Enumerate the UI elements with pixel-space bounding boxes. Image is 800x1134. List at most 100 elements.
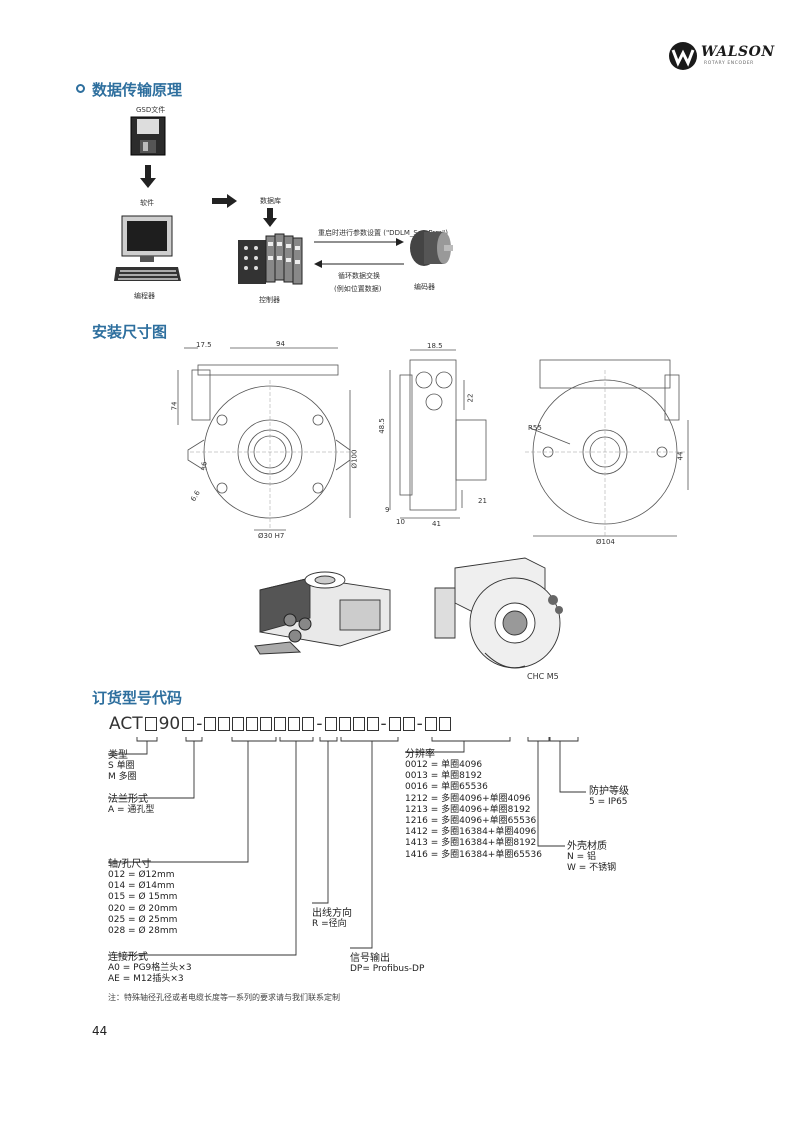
shaft-item: 014 = Ø14mm: [108, 881, 175, 892]
encoder-perspective-1: [254, 571, 391, 655]
connection-item: A0 = PG9格兰头×3: [108, 963, 192, 973]
housing-item: W = 不锈钢: [567, 863, 617, 874]
shaft-item: 012 = Ø12mm: [108, 870, 175, 880]
resolution-item: 1412 = 多圈16384+单圈4096: [405, 827, 537, 838]
code-box-protection[interactable]: [438, 717, 451, 731]
resolution-item: 1416 = 多圈16384+单圈65536: [405, 849, 542, 860]
type-item: S 单圈: [108, 761, 135, 771]
section3-title: 订货型号代码: [92, 689, 183, 707]
arrow-right-icon: [314, 238, 404, 246]
resolution-item: 0013 = 单圈8192: [405, 771, 483, 782]
code-dash: -: [416, 714, 423, 734]
dim-9: 9: [385, 506, 390, 514]
arrow-right-icon: [212, 194, 237, 208]
dim-18-5: 18.5: [427, 342, 443, 350]
code-box-resolution[interactable]: [324, 717, 337, 731]
code-box-shaft[interactable]: [218, 717, 231, 731]
type-item: M 多圈: [108, 772, 137, 783]
code-box-resolution[interactable]: [352, 717, 365, 731]
flange-item: A = 通孔型: [108, 805, 155, 815]
shaft-group: 轴/孔尺寸 012 = Ø12mm 014 = Ø14mm 015 = Ø 15…: [108, 855, 177, 937]
dim-94: 94: [276, 340, 285, 348]
chc-m5-label: CHC M5: [527, 672, 559, 681]
protection-title: 防护等级: [589, 786, 629, 797]
resolution-item: 1413 = 多圈16384+单圈8192: [405, 838, 537, 849]
housing-title: 外壳材质: [567, 841, 607, 852]
code-90: 90: [158, 714, 181, 734]
dimension-drawing: [177, 347, 689, 537]
restart-param-text: 重启时进行参数设置 ("DDLM_Set_Prm"): [318, 229, 449, 237]
shaft-item: 015 = Ø 15mm: [108, 892, 178, 903]
page-number: 44: [92, 1024, 108, 1038]
code-box-housing[interactable]: [388, 717, 401, 731]
encoder-perspective-2: [434, 557, 563, 669]
programmer-label: 编程器: [134, 292, 155, 300]
connection-title: 连接形式: [108, 952, 148, 963]
section-bullet-icon: [76, 84, 85, 93]
code-box-signal[interactable]: [302, 717, 315, 731]
code-box-signal[interactable]: [288, 717, 301, 731]
cable-direction-item: R =径向: [312, 919, 347, 929]
resolution-item: 0012 = 单圈4096: [405, 760, 483, 770]
dim-dia-104: Ø104: [596, 538, 615, 546]
code-box-housing[interactable]: [402, 717, 415, 731]
code-box-shaft[interactable]: [204, 717, 217, 731]
resolution-title: 分辨率: [405, 749, 435, 760]
section2-title: 安装尺寸图: [92, 323, 168, 341]
flange-title: 法兰形式: [108, 794, 148, 805]
brand-name: WALSON: [701, 44, 775, 60]
code-box-shaft[interactable]: [232, 717, 245, 731]
code-prefix: ACT: [109, 714, 143, 734]
code-dash: -: [380, 714, 387, 734]
dim-r55: R55: [528, 424, 542, 432]
arrow-down-icon: [263, 208, 277, 227]
code-box-protection[interactable]: [424, 717, 437, 731]
cyclic-exchange-sub: (例如位置数据): [334, 285, 382, 293]
code-dash: -: [196, 714, 203, 734]
dim-17-5: 17.5: [196, 341, 212, 349]
code-dash: -: [316, 714, 323, 734]
protection-group: 防护等级 5 = IP65: [589, 782, 629, 808]
brand-logo: WALSON ROTARY ENCODER: [668, 40, 774, 74]
resolution-group: 分辨率 0012 = 单圈4096 0013 = 单圈8192 0016 = 单…: [405, 745, 542, 861]
signal-item: DP= Profibus-DP: [350, 964, 425, 974]
resolution-item: 1213 = 多圈4096+单圈8192: [405, 804, 531, 815]
signal-title: 信号输出: [350, 953, 390, 964]
cable-direction-group: 出线方向 R =径向: [312, 904, 352, 930]
code-box-resolution[interactable]: [366, 717, 379, 731]
flange-group: 法兰形式 A = 通孔型: [108, 790, 154, 816]
cable-direction-title: 出线方向: [312, 908, 352, 919]
encoder-icon: [410, 230, 453, 266]
code-box-connection[interactable]: [260, 717, 273, 731]
software-label: 软件: [140, 199, 154, 207]
housing-item: N = 铝: [567, 852, 596, 862]
code-box-resolution[interactable]: [338, 717, 351, 731]
walson-logo-icon: [669, 42, 697, 70]
controller-label: 控制器: [259, 296, 280, 304]
dim-10: 10: [396, 518, 405, 526]
connection-item: AE = M12插头×3: [108, 974, 184, 985]
order-code-row: ACT 90 - - - -: [108, 714, 452, 734]
shaft-item: 025 = Ø 25mm: [108, 914, 178, 925]
type-title: 类型: [108, 750, 128, 761]
floppy-disk-icon: [130, 116, 166, 156]
arrow-left-icon: [314, 260, 404, 268]
code-box-cable[interactable]: [274, 717, 287, 731]
computer-icon: [114, 215, 181, 281]
type-group: 类型 S 单圈 M 多圈: [108, 746, 137, 783]
shaft-title: 轴/孔尺寸: [108, 859, 152, 870]
dim-41: 41: [432, 520, 441, 528]
code-box-type[interactable]: [144, 717, 157, 731]
section1-title: 数据传输原理: [92, 81, 183, 99]
protection-item: 5 = IP65: [589, 797, 628, 807]
connection-group: 连接形式 A0 = PG9格兰头×3 AE = M12插头×3: [108, 948, 192, 985]
code-box-connection[interactable]: [246, 717, 259, 731]
arrow-down-icon: [140, 165, 156, 188]
footnote: 注：特殊轴径孔径或者电缆长度等一系列的要求请与我们联系定制: [108, 993, 340, 1002]
dim-21: 21: [478, 497, 487, 505]
resolution-item: 1216 = 多圈4096+单圈65536: [405, 816, 537, 827]
code-box-flange[interactable]: [182, 717, 195, 731]
database-label: 数据库: [260, 197, 281, 205]
shaft-item: 020 = Ø 20mm: [108, 903, 178, 914]
brand-tagline: ROTARY ENCODER: [704, 61, 754, 66]
